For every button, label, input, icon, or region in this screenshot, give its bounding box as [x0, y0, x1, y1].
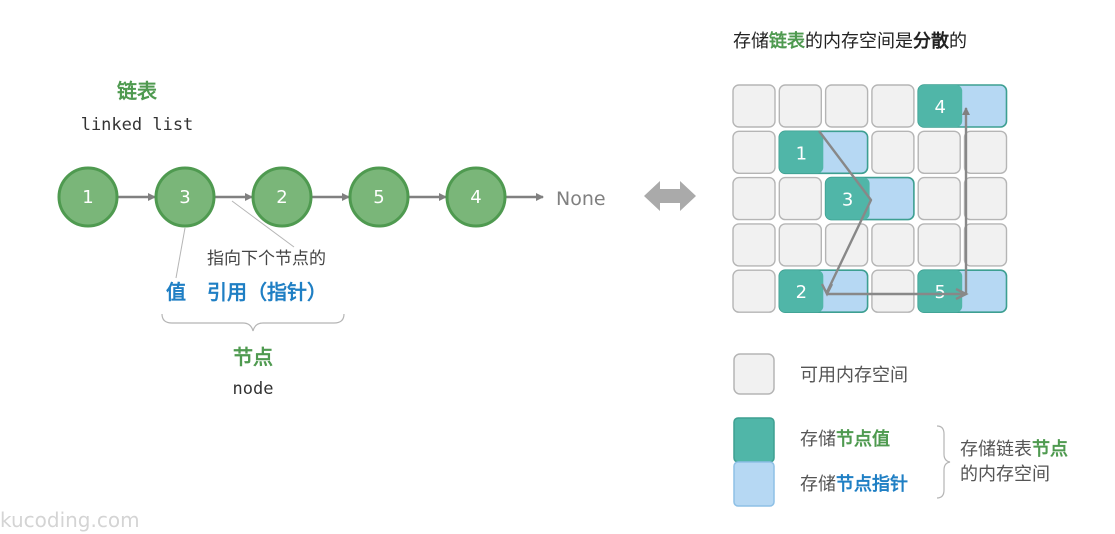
legend-free-label: 可用内存空间 [800, 365, 908, 386]
value-leader-line [175, 227, 186, 279]
node-label: 节点 [233, 345, 273, 369]
memory-cell-free [963, 176, 1008, 221]
list-node-value: 3 [179, 187, 190, 208]
watermark: kucoding.com [0, 508, 140, 532]
memory-node-value: 5 [934, 282, 945, 303]
memory-value-cell [825, 177, 870, 220]
memory-cell-free [778, 176, 822, 221]
linked-list-subtitle: linked list [81, 115, 194, 135]
memory-cell-free [917, 223, 961, 267]
legend-pointer-label: 存储节点指针 [800, 473, 908, 495]
legend-value-label: 存储节点值 [800, 428, 890, 450]
memory-node-value: 4 [934, 97, 945, 118]
legend-brace-line1: 存储链表节点 [960, 438, 1068, 460]
memory-cell-free [732, 130, 776, 175]
memory-node-2: 2 [778, 269, 869, 314]
memory-cell-free [963, 130, 1008, 175]
pointer-annotation: 指向下个节点的 [207, 249, 326, 269]
legend-pointer-swatch [733, 461, 775, 507]
memory-node-value: 3 [842, 190, 853, 211]
memory-cell-free [871, 130, 915, 175]
node-brace [161, 313, 345, 332]
memory-cell-free [917, 176, 961, 221]
list-node-value: 1 [82, 187, 93, 208]
memory-value-cell [918, 85, 963, 127]
list-node-value: 2 [276, 187, 287, 208]
memory-cell-free [732, 223, 776, 267]
memory-value-cell [918, 270, 963, 313]
list-node-3: 5 [348, 166, 410, 228]
list-node-value: 5 [373, 187, 384, 208]
memory-path-arrowhead-right [955, 287, 969, 301]
double-arrow-icon [644, 181, 696, 211]
memory-cell-free [732, 176, 776, 221]
memory-cell-free [963, 223, 1008, 267]
memory-cell-free [917, 130, 961, 175]
legend-free-swatch [733, 353, 775, 395]
memory-cell-free [871, 223, 915, 267]
node-sublabel: node [233, 379, 274, 399]
list-node-value: 4 [470, 187, 481, 208]
list-node-0: 1 [57, 166, 119, 228]
memory-grid [732, 84, 1008, 313]
memory-node-value: 1 [796, 143, 807, 164]
memory-cell-free [732, 269, 776, 313]
value-label: 值 [166, 280, 186, 304]
memory-cell-free [871, 269, 915, 313]
memory-cell-free [778, 223, 822, 267]
list-node-2: 2 [251, 166, 313, 228]
memory-cell-free [824, 84, 869, 128]
memory-cell-free [871, 84, 915, 128]
memory-value-cell [779, 270, 824, 313]
memory-cell-free [824, 223, 869, 267]
reference-label: 引用（指针） [207, 280, 327, 304]
memory-value-cell [779, 131, 824, 174]
linked-list-title: 链表 [117, 79, 158, 103]
list-node-1: 3 [154, 166, 216, 228]
legend-brace-line2: 的内存空间 [960, 464, 1050, 485]
memory-node-1: 1 [778, 130, 869, 175]
list-node-4: 4 [445, 166, 507, 228]
legend-value-swatch [733, 417, 775, 463]
memory-cell-free [778, 84, 822, 128]
memory-cell-free [732, 84, 776, 128]
memory-node-4: 4 [917, 84, 1008, 128]
memory-caption: 存储链表的内存空间是分散的 [733, 30, 967, 52]
terminal-none: None [556, 188, 606, 210]
ref-leader-line [231, 200, 295, 248]
memory-node-value: 2 [796, 282, 807, 303]
legend-brace [936, 425, 951, 499]
memory-path-arrowhead-mid [820, 283, 834, 297]
